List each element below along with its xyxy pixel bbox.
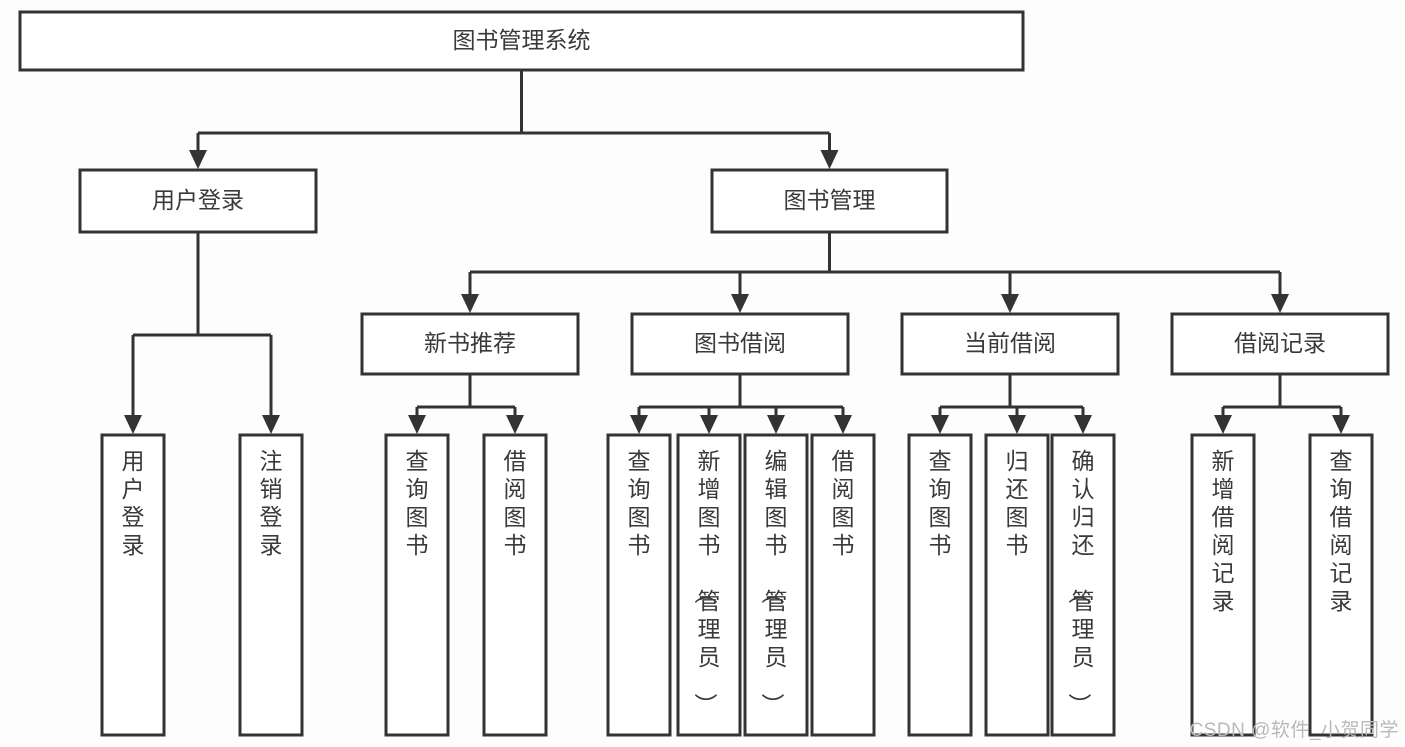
node-user-login[interactable]: 用户登录 — [78, 168, 318, 234]
node-label: 查询图书 — [406, 448, 429, 558]
arrow-head-icon — [820, 150, 839, 169]
node-box — [900, 312, 1120, 376]
node-root[interactable]: 图书管理系统 — [18, 10, 1025, 72]
arrow-head-icon — [461, 294, 479, 313]
node-label: 借阅图书 — [832, 448, 855, 558]
connector-group-book-manage — [461, 232, 1289, 313]
node-box — [810, 433, 876, 737]
node-box — [238, 433, 304, 737]
node-leaf-borrow-book-rec[interactable]: 借阅图书 — [482, 433, 548, 737]
node-box — [78, 168, 318, 234]
node-box — [1050, 433, 1116, 737]
connectors-layer — [124, 70, 1350, 434]
node-book-manage[interactable]: 图书管理 — [710, 168, 949, 234]
connector-group-book-borrow — [630, 374, 852, 434]
connector-group-user-login — [124, 232, 280, 434]
arrow-head-icon — [124, 415, 142, 434]
node-box — [18, 10, 1025, 72]
node-box — [743, 433, 809, 737]
node-leaf-confirm-return[interactable]: 确认归还（管理员） — [1050, 433, 1116, 737]
node-label: 查询图书 — [929, 448, 952, 558]
node-box — [1170, 312, 1390, 376]
node-label: 注销登录 — [260, 448, 283, 558]
node-leaf-edit-book[interactable]: 编辑图书（管理员） — [743, 433, 809, 737]
node-leaf-return-book[interactable]: 归还图书 — [984, 433, 1050, 737]
arrow-head-icon — [700, 415, 718, 434]
node-box — [384, 433, 450, 737]
arrow-head-icon — [630, 415, 648, 434]
connector-group-root — [189, 70, 839, 169]
arrow-head-icon — [1074, 415, 1092, 434]
node-box — [710, 168, 949, 234]
node-borrow-record[interactable]: 借阅记录 — [1170, 312, 1390, 376]
node-new-book-rec[interactable]: 新书推荐 — [360, 312, 580, 376]
node-label: 当前借阅 — [964, 330, 1056, 356]
node-label: 图书管理 — [784, 187, 876, 213]
node-current-borrow[interactable]: 当前借阅 — [900, 312, 1120, 376]
connector-group-new-book-rec — [408, 374, 524, 434]
arrow-head-icon — [1001, 294, 1019, 313]
arrow-head-icon — [1008, 415, 1026, 434]
node-leaf-user-login[interactable]: 用户登录 — [100, 433, 166, 737]
node-label: 确认归还（管理员） — [1067, 448, 1095, 716]
node-leaf-query-book-current[interactable]: 查询图书 — [907, 433, 973, 737]
node-label: 新增借阅记录 — [1212, 448, 1235, 614]
connector-group-current-borrow — [931, 374, 1092, 434]
node-label: 用户登录 — [122, 448, 145, 558]
node-box — [482, 433, 548, 737]
arrow-head-icon — [931, 415, 949, 434]
connector-group-borrow-record — [1214, 374, 1350, 434]
arrow-head-icon — [506, 415, 524, 434]
arrow-head-icon — [731, 294, 749, 313]
node-box — [984, 433, 1050, 737]
node-leaf-borrow-book[interactable]: 借阅图书 — [810, 433, 876, 737]
node-box — [676, 433, 742, 737]
node-label: 图书管理系统 — [453, 27, 591, 53]
arrow-head-icon — [1214, 415, 1232, 434]
arrow-head-icon — [1332, 415, 1350, 434]
node-label: 借阅图书 — [504, 448, 527, 558]
node-box — [606, 433, 672, 737]
node-box — [907, 433, 973, 737]
node-box — [1190, 433, 1256, 737]
node-label: 编辑图书（管理员） — [760, 448, 788, 716]
arrow-head-icon — [767, 415, 785, 434]
arrow-head-icon — [262, 415, 280, 434]
node-leaf-query-book-borrow[interactable]: 查询图书 — [606, 433, 672, 737]
node-leaf-query-book-rec[interactable]: 查询图书 — [384, 433, 450, 737]
node-label: 新增图书（管理员） — [693, 448, 721, 716]
node-leaf-add-book[interactable]: 新增图书（管理员） — [676, 433, 742, 737]
node-box — [1308, 433, 1374, 737]
arrow-head-icon — [834, 415, 852, 434]
csdn-watermark: CSDN @软件_小贺同学 — [1189, 720, 1399, 741]
node-book-borrow[interactable]: 图书借阅 — [630, 312, 850, 376]
node-leaf-query-record[interactable]: 查询借阅记录 — [1308, 433, 1374, 737]
node-box — [630, 312, 850, 376]
node-box — [100, 433, 166, 737]
node-label: 图书借阅 — [694, 330, 786, 356]
node-label: 用户登录 — [152, 187, 244, 213]
node-box — [360, 312, 580, 376]
node-leaf-add-record[interactable]: 新增借阅记录 — [1190, 433, 1256, 737]
arrow-head-icon — [1271, 294, 1289, 313]
nodes-layer: 图书管理系统用户登录图书管理新书推荐图书借阅当前借阅借阅记录用户登录注销登录查询… — [18, 10, 1390, 737]
node-label: 归还图书 — [1006, 448, 1029, 558]
node-label: 查询图书 — [628, 448, 651, 558]
node-label: 借阅记录 — [1234, 330, 1326, 356]
arrow-head-icon — [408, 415, 426, 434]
arrow-head-icon — [189, 150, 207, 169]
node-label: 查询借阅记录 — [1330, 448, 1353, 614]
node-label: 新书推荐 — [424, 330, 516, 356]
node-leaf-logout[interactable]: 注销登录 — [238, 433, 304, 737]
